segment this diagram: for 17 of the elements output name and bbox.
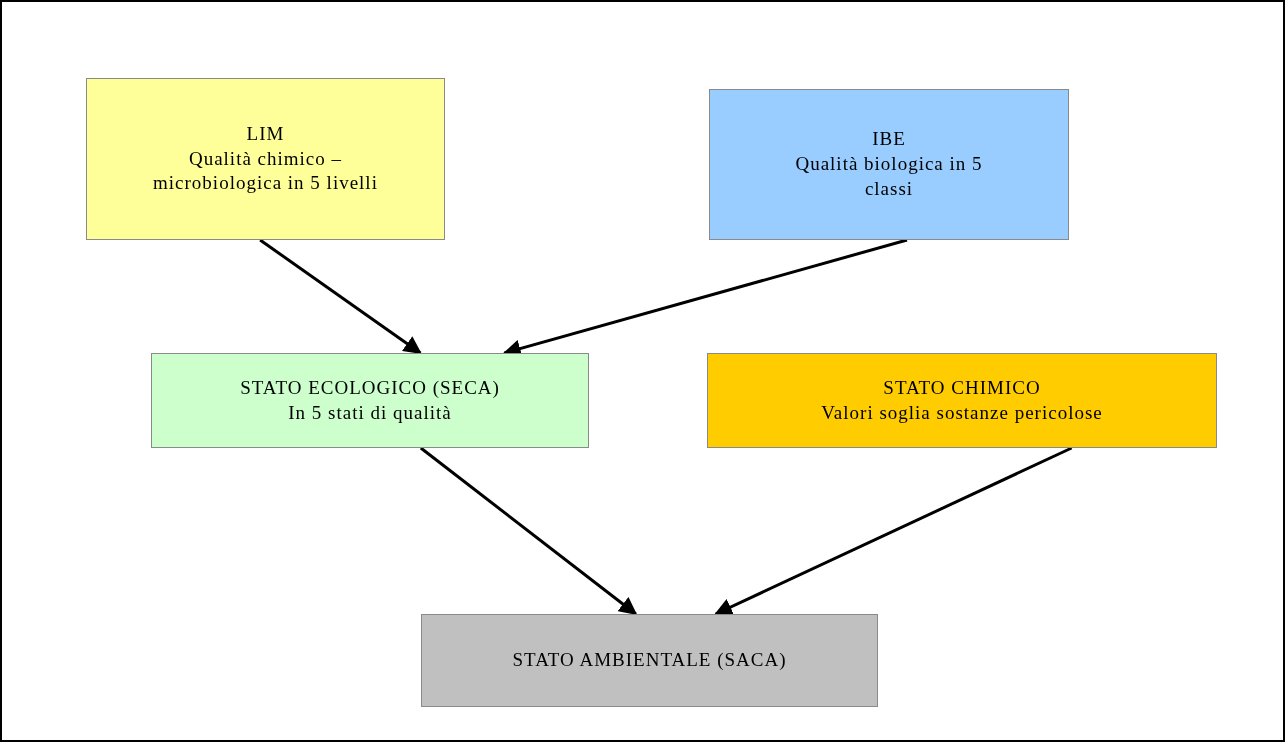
box-text: In 5 stati di qualità xyxy=(288,400,452,425)
process-box xyxy=(421,614,878,707)
process-box xyxy=(709,89,1069,240)
arrow xyxy=(714,446,1073,616)
box-title: STATO ECOLOGICO (SECA) xyxy=(240,375,500,400)
box-text: Qualità biologica in 5 classi xyxy=(794,152,984,201)
process-box xyxy=(151,353,589,448)
box-title: IBE xyxy=(872,127,906,152)
box-text: Valori soglia sostanze pericolose xyxy=(821,400,1103,425)
box-title: STATO CHIMICO xyxy=(883,375,1041,400)
process-box xyxy=(707,353,1217,448)
process-box xyxy=(86,78,445,240)
box-title: STATO AMBIENTALE (SACA) xyxy=(512,648,787,673)
arrow xyxy=(419,446,638,616)
arrow xyxy=(259,238,422,355)
box-title: LIM xyxy=(246,121,285,146)
box-text: Qualità chimico – microbiologica in 5 livelli xyxy=(152,146,379,196)
